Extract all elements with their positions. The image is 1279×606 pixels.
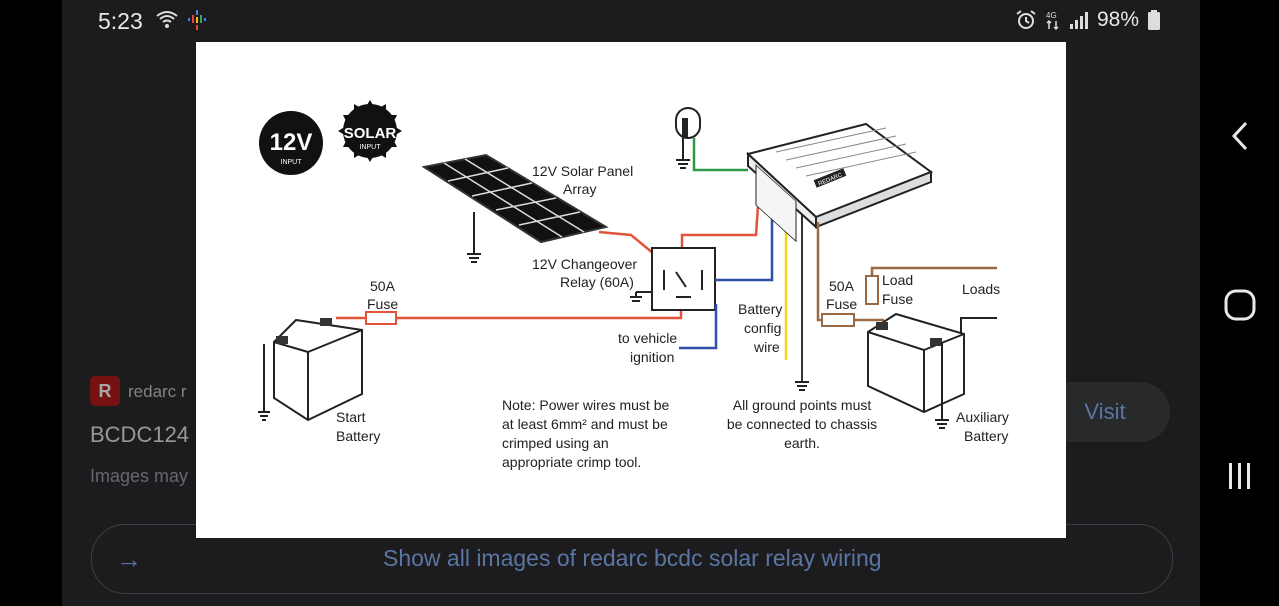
status-bar: 5:23 4G <box>0 0 1279 42</box>
badge-12v-text: 12V <box>270 129 313 156</box>
home-button[interactable] <box>1220 285 1260 325</box>
ground-symbol <box>795 381 809 391</box>
auxiliary-battery <box>867 312 965 429</box>
solar-panel <box>421 153 609 254</box>
loads-label: Loads <box>962 281 1000 297</box>
badge-solar-sub: INPUT <box>360 144 382 151</box>
start-fuse <box>365 311 397 325</box>
ignition-label-2: ignition <box>630 349 674 365</box>
navigation-bar <box>1200 0 1279 606</box>
load-fuse-label-1: Load <box>882 272 913 288</box>
redarc-charger: REDARC <box>745 122 934 243</box>
solar-panel-label-1: 12V Solar Panel <box>532 163 633 179</box>
note-line-1: Note: Power wires must be <box>502 397 669 413</box>
fuse-left-label-2: Fuse <box>367 296 398 312</box>
config-label-2: config <box>744 320 781 336</box>
ground-note-3: earth. <box>784 435 820 451</box>
loads-negative-wire <box>960 317 997 338</box>
changeover-relay <box>630 247 716 311</box>
recent-apps-icon <box>1229 463 1250 489</box>
wifi-icon <box>156 11 178 28</box>
alarm-icon <box>1016 10 1036 29</box>
fuse-right-label-1: 50A <box>829 278 855 294</box>
badge-solar-text: SOLAR <box>344 125 397 142</box>
clock: 5:23 <box>98 8 143 34</box>
note-line-3: crimped using an <box>502 435 609 451</box>
badge-12v-sub: INPUT <box>281 159 303 166</box>
relay-label-2: Relay (60A) <box>560 274 634 290</box>
wiring-diagram: 12V INPUT INPUT SOLAR 12V Solar Panel Ar… <box>258 100 1009 470</box>
copyright-disclaimer: Images may <box>90 466 189 486</box>
ground-symbol <box>467 253 481 263</box>
svg-text:4G: 4G <box>1046 11 1057 20</box>
green-wire <box>692 138 748 172</box>
ground-note-2: be connected to chassis <box>727 416 877 432</box>
ground-note-1: All ground points must <box>733 397 872 413</box>
solar-panel-label-2: Array <box>563 181 596 197</box>
recent-apps-button[interactable] <box>1220 456 1260 496</box>
relay-label-1: 12V Changeover <box>532 256 637 272</box>
note-line-4: appropriate crimp tool. <box>502 454 641 470</box>
data-4g-icon: 4G <box>1046 11 1059 31</box>
home-icon <box>1224 289 1256 321</box>
start-battery-label-1: Start <box>336 409 366 425</box>
show-all-images-label[interactable]: Show all images of redarc bcdc solar rel… <box>383 545 882 571</box>
back-chevron-icon <box>1231 121 1248 151</box>
aux-fuse <box>821 313 855 327</box>
source-logo[interactable]: R <box>90 376 120 406</box>
fuse-right-label-2: Fuse <box>826 296 857 312</box>
ignition-label-1: to vehicle <box>618 330 677 346</box>
sun-icon <box>338 100 402 162</box>
12v-input-badge <box>259 111 323 175</box>
config-label-1: Battery <box>738 301 782 317</box>
load-fuse-label-2: Fuse <box>882 291 913 307</box>
source-name[interactable]: redarc r <box>128 382 187 401</box>
signal-icon <box>1069 12 1088 29</box>
indicator-light <box>675 107 701 169</box>
image-preview[interactable]: 12V INPUT INPUT SOLAR 12V Solar Panel Ar… <box>196 42 1066 538</box>
note-line-2: at least 6mm² and must be <box>502 416 668 432</box>
aux-battery-label-1: Auxiliary <box>956 409 1009 425</box>
result-title[interactable]: BCDC124 <box>90 422 190 447</box>
load-fuse <box>865 275 879 305</box>
battery-percent: 98% <box>1096 8 1139 31</box>
fuse-left-label-1: 50A <box>370 278 396 294</box>
battery-icon <box>1148 10 1160 30</box>
arrow-right-icon: → <box>116 544 142 574</box>
start-battery-label-2: Battery <box>336 428 380 444</box>
config-label-3: wire <box>753 339 780 355</box>
aux-battery-label-2: Battery <box>964 428 1008 444</box>
podcast-icon <box>188 10 206 30</box>
start-battery <box>258 318 363 422</box>
back-button[interactable] <box>1220 116 1260 156</box>
